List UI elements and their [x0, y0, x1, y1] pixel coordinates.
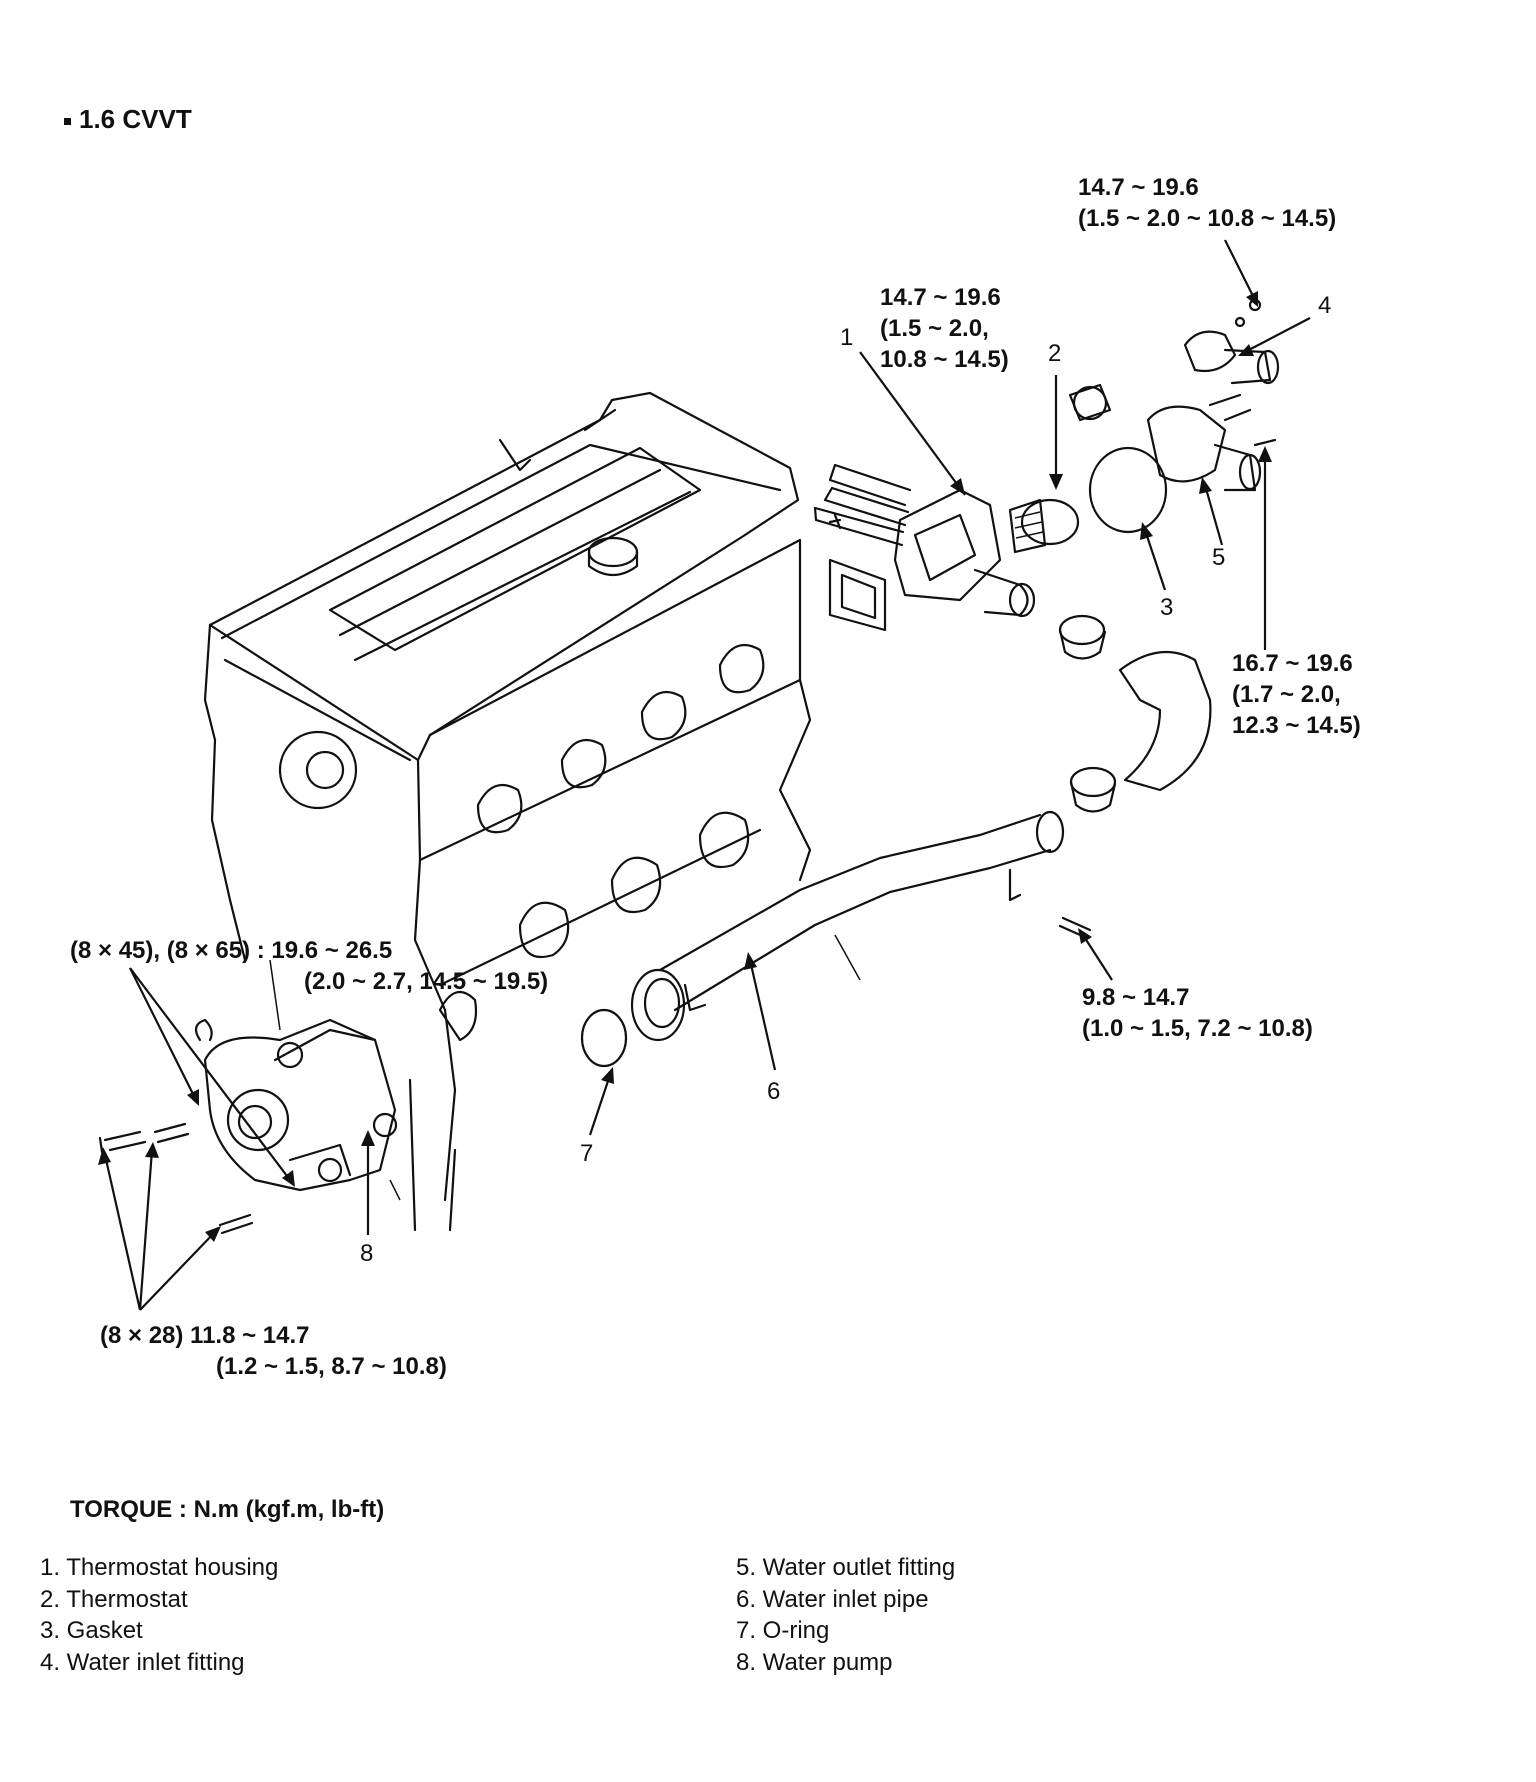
callout-6: 6 — [767, 1078, 781, 1105]
thermostat-part — [1008, 383, 1112, 554]
torque-note: TORQUE : N.m (kgf.m, lb-ft) — [70, 1496, 385, 1523]
water-outlet-fitting-part — [1146, 393, 1277, 492]
spec-pipe-bolt: 9.8 ~ 14.7 (1.0 ~ 1.5, 7.2 ~ 10.8) — [1082, 982, 1313, 1044]
engine-block — [203, 391, 812, 1232]
spec-housing: 14.7 ~ 19.6 (1.5 ~ 2.0, 10.8 ~ 14.5) — [880, 282, 1009, 375]
spec-pump-short: (8 × 28) 11.8 ~ 14.7 (1.2 ~ 1.5, 8.7 ~ 1… — [100, 1320, 447, 1382]
legend-item: 1. Thermostat housing — [40, 1554, 279, 1581]
spec-line: (8 × 28) 11.8 ~ 14.7 — [100, 1322, 310, 1349]
parts-legend-right: 5. Water outlet fitting 6. Water inlet p… — [736, 1552, 955, 1678]
spec-outlet: 16.7 ~ 19.6 (1.7 ~ 2.0, 12.3 ~ 14.5) — [1232, 648, 1361, 741]
callout-4: 4 — [1318, 292, 1332, 319]
upper-hose-part — [1058, 614, 1212, 813]
o-ring-part — [580, 1008, 628, 1068]
legend-item: 4. Water inlet fitting — [40, 1648, 245, 1676]
spec-line: (1.2 ~ 1.5, 8.7 ~ 10.8) — [216, 1353, 447, 1380]
spec-line: (1.0 ~ 1.5, 7.2 ~ 10.8) — [1082, 1015, 1313, 1042]
spec-line: 14.7 ~ 19.6 — [1078, 174, 1199, 201]
water-inlet-fitting-part — [1183, 298, 1280, 385]
spec-top-right: 14.7 ~ 19.6 (1.5 ~ 2.0 ~ 10.8 ~ 14.5) — [1078, 172, 1336, 234]
callout-2: 2 — [1048, 340, 1062, 367]
legend-item: 6. Water inlet pipe — [736, 1585, 929, 1613]
bullet-icon — [64, 117, 71, 125]
spec-line: 14.7 ~ 19.6 — [880, 284, 1001, 311]
spec-line: 12.3 ~ 14.5) — [1232, 712, 1361, 739]
spec-line: (2.0 ~ 2.7, 14.5 ~ 19.5) — [304, 968, 549, 995]
callout-1: 1 — [840, 324, 854, 351]
spec-line: (1.5 ~ 2.0 ~ 10.8 ~ 14.5) — [1078, 205, 1337, 232]
spec-line: 10.8 ~ 14.5) — [880, 346, 1009, 373]
spec-line: (1.7 ~ 2.0, — [1232, 681, 1341, 708]
legend-item: 3. Gasket — [40, 1617, 143, 1644]
water-pump-part — [194, 1018, 398, 1192]
spec-line: (8 × 45), (8 × 65) : 19.6 ~ 26.5 — [70, 937, 393, 964]
page-title-text: 1.6 CVVT — [79, 104, 192, 134]
callout-3: 3 — [1160, 594, 1174, 621]
spec-line: 9.8 ~ 14.7 — [1082, 984, 1190, 1011]
page-title: 1.6 CVVT — [64, 104, 192, 135]
parts-legend-left: 1. Thermostat housing 2. Thermostat 3. G… — [40, 1552, 278, 1678]
gasket-part — [1088, 446, 1168, 534]
thermostat-housing-part — [813, 463, 1036, 632]
callout-8: 8 — [360, 1240, 374, 1267]
legend-item: 2. Thermostat — [40, 1585, 188, 1613]
spec-pump-long: (8 × 45), (8 × 65) : 19.6 ~ 26.5 (2.0 ~ … — [70, 935, 548, 997]
spec-line: (1.5 ~ 2.0, — [880, 315, 989, 342]
legend-item: 5. Water outlet fitting — [736, 1554, 956, 1581]
callout-5: 5 — [1212, 544, 1226, 571]
spec-line: 16.7 ~ 19.6 — [1232, 650, 1353, 677]
leader-lines — [98, 239, 1311, 1311]
legend-item: 7. O-ring — [736, 1617, 830, 1644]
callout-7: 7 — [580, 1140, 594, 1167]
legend-item: 8. Water pump — [736, 1648, 893, 1676]
water-inlet-pipe-part — [630, 810, 1065, 1042]
